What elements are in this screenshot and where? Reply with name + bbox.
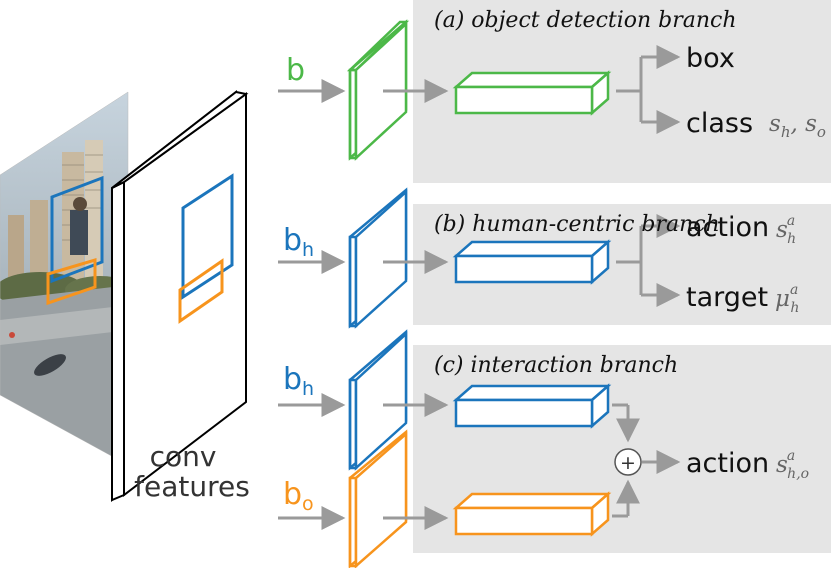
roi-label-b: b <box>286 53 305 88</box>
roi-feature-c-object <box>348 429 408 568</box>
output-box-label: box <box>686 43 735 74</box>
output-action-label-c: action <box>686 448 769 479</box>
conv-feature-map <box>111 89 249 503</box>
roi-label-bh-2: bh <box>283 362 314 400</box>
fc-block-c-object <box>452 491 612 537</box>
roi-label-bh-1: bh <box>283 223 314 261</box>
split-arrows-a <box>616 45 681 134</box>
fc-block-b <box>452 239 612 285</box>
sum-node <box>614 448 642 476</box>
branch-b-title: (b) human-centric branch <box>434 212 720 237</box>
output-action-label-b: action <box>686 212 769 243</box>
output-class-label: class <box>686 108 753 139</box>
roi-feature-b <box>348 187 408 329</box>
conv-human-box <box>181 173 234 300</box>
roi-label-bo: bo <box>283 477 314 515</box>
branch-c-title: (c) interaction branch <box>434 353 678 378</box>
conv-label-line2: features <box>134 470 250 503</box>
output-target-label: target <box>686 282 768 313</box>
input-image <box>0 92 128 465</box>
branch-a-title: (a) object detection branch <box>434 8 737 33</box>
roi-feature-c-human <box>348 329 408 471</box>
conv-object-box <box>178 258 224 324</box>
sum-symbol: + <box>620 452 636 474</box>
conv-label-line1: conv <box>150 440 217 473</box>
fc-block-a <box>452 70 612 116</box>
split-arrows-b <box>616 214 681 307</box>
fc-block-c-human <box>452 383 612 429</box>
roi-feature-a <box>346 19 410 161</box>
output-class-math: sh, so <box>769 111 826 141</box>
photo-human-box <box>50 175 104 284</box>
photo-object-box <box>46 257 97 306</box>
merge-arrows <box>612 403 681 518</box>
